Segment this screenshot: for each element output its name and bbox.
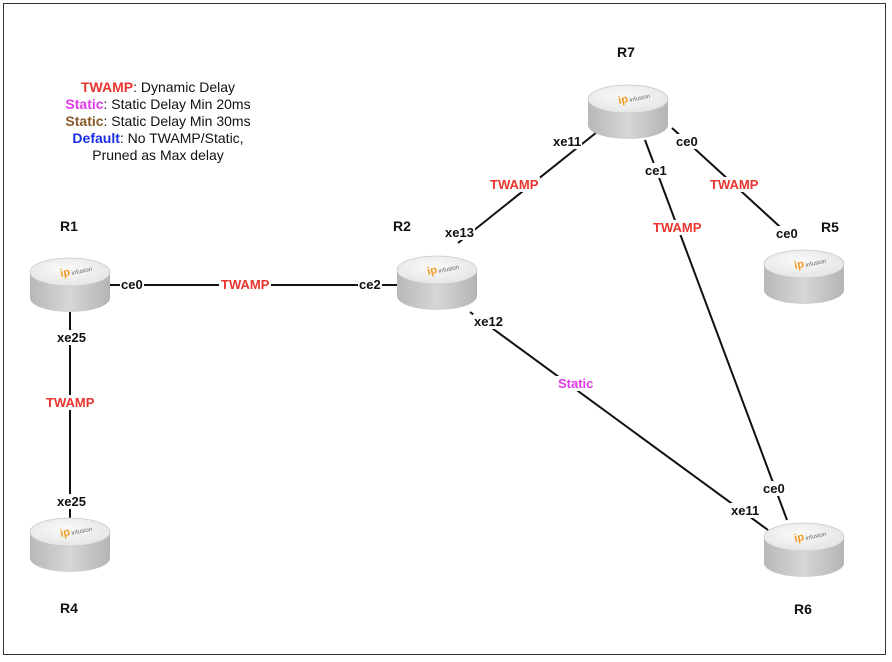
port-label-r7-xe11: xe11 [552, 134, 583, 149]
link-label-r2-r7: TWAMP [488, 177, 541, 192]
legend-key: Default [72, 130, 120, 146]
svg-text:infusion: infusion [71, 527, 92, 537]
port-label-r5-ce0: ce0 [775, 226, 799, 241]
legend-text: : No TWAMP/Static, [119, 130, 244, 146]
svg-text:infusion: infusion [805, 532, 826, 542]
svg-text:ip: ip [793, 258, 805, 272]
link-label-r7-r5: TWAMP [708, 177, 761, 192]
port-label-r2-xe13: xe13 [444, 225, 475, 240]
legend-key: Static [65, 113, 104, 129]
router-name-r4: R4 [60, 600, 78, 616]
router-r7[interactable]: ip infusion [587, 84, 669, 139]
router-name-r2: R2 [393, 218, 411, 234]
port-label-r7-ce0: ce0 [675, 134, 699, 149]
port-label-r1-ce0: ce0 [120, 277, 144, 292]
port-label-r4-xe25: xe25 [56, 494, 87, 509]
router-r1[interactable]: ip infusion [29, 257, 111, 312]
legend-key: TWAMP [80, 79, 134, 95]
legend-text: : Static Delay Min 20ms [103, 96, 251, 112]
link-label-r7-r6: TWAMP [651, 220, 704, 235]
link-label-r1-r4: TWAMP [44, 395, 97, 410]
svg-text:infusion: infusion [629, 94, 650, 104]
svg-text:infusion: infusion [805, 259, 826, 269]
svg-text:ip: ip [59, 266, 71, 280]
diagram-frame [3, 3, 886, 655]
router-name-r5: R5 [821, 219, 839, 235]
port-label-r7-ce1: ce1 [644, 163, 668, 178]
legend-row-static-30: Static: Static Delay Min 30ms [48, 113, 268, 130]
port-label-r2-xe12: xe12 [473, 314, 504, 329]
port-label-r1-xe25: xe25 [56, 330, 87, 345]
link-r7-r6 [644, 139, 788, 521]
link-r2-r6 [469, 311, 769, 531]
port-label-r6-xe11: xe11 [730, 503, 761, 518]
router-r5[interactable]: ip infusion [763, 249, 845, 304]
legend-row-default: Default: No TWAMP/Static, [48, 130, 268, 147]
port-label-r2-ce2: ce2 [358, 277, 382, 292]
router-name-r1: R1 [60, 218, 78, 234]
router-r6[interactable]: ip infusion [763, 522, 845, 577]
router-r4[interactable]: ip infusion [29, 517, 111, 572]
port-label-r6-ce0: ce0 [762, 481, 786, 496]
svg-text:infusion: infusion [71, 267, 92, 277]
svg-text:infusion: infusion [438, 265, 459, 275]
router-r2[interactable]: ip infusion [396, 255, 478, 310]
legend-text: : Static Delay Min 30ms [103, 113, 251, 129]
svg-text:ip: ip [793, 531, 805, 545]
svg-text:ip: ip [59, 526, 71, 540]
legend-text: Pruned as Max delay [92, 147, 224, 163]
link-label-r1-r2: TWAMP [219, 277, 272, 292]
legend-text: : Dynamic Delay [133, 79, 236, 95]
router-name-r7: R7 [617, 44, 635, 60]
svg-text:ip: ip [426, 264, 438, 278]
router-name-r6: R6 [794, 601, 812, 617]
link-label-r2-r6: Static [556, 376, 596, 391]
legend-row-pruned: Pruned as Max delay [48, 147, 268, 164]
legend-row-static-20: Static: Static Delay Min 20ms [48, 96, 268, 113]
legend-row-twamp: TWAMP: Dynamic Delay [48, 79, 268, 96]
legend-key: Static [65, 96, 104, 112]
legend: TWAMP: Dynamic Delay Static: Static Dela… [48, 79, 268, 164]
svg-text:ip: ip [617, 93, 629, 107]
